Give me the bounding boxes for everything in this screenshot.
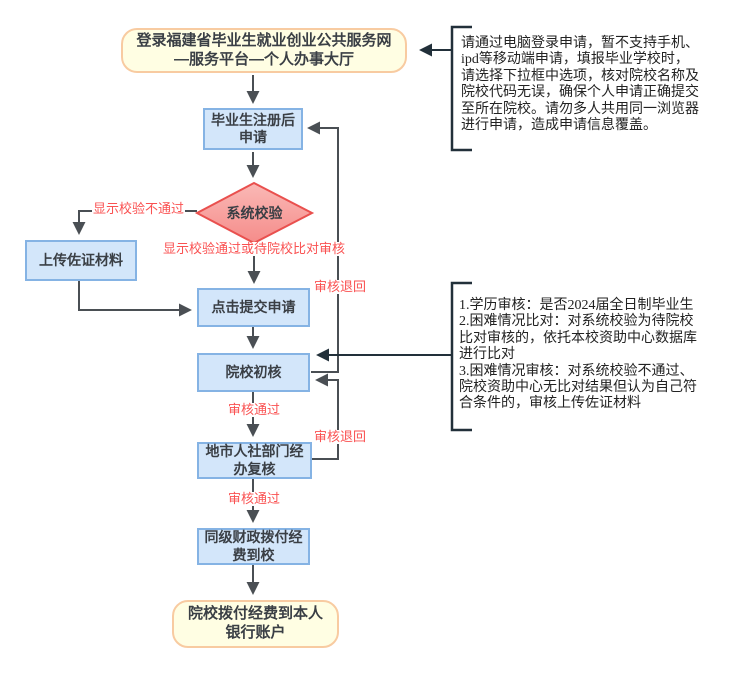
review-note-text: 1.学历审核：是否2024届全日制毕业生 2.困难情况比对：对系统校验为待院校 … <box>459 298 697 412</box>
node-system-check-label: 系统校验 <box>226 205 283 221</box>
edge-cityreview-return-schoolreview <box>312 373 339 460</box>
node-register: 毕业生注册后 申请 <box>203 108 303 150</box>
node-end: 院校拨付经费到本人 银行账户 <box>172 600 339 648</box>
review-note-bracket <box>450 281 472 432</box>
login-note-bracket <box>450 25 472 152</box>
node-school-review: 院校初核 <box>197 353 310 392</box>
node-submit: 点击提交申请 <box>197 288 310 327</box>
node-start: 登录福建省毕业生就业创业公共服务网 —服务平台—个人办事大厅 <box>121 28 407 73</box>
label-return-to-register: 审核退回 <box>313 279 368 295</box>
login-note-text: 请通过电脑登录申请，暂不支持手机、 ipd等移动端申请，填报毕业学校时， 请选择… <box>461 36 699 134</box>
label-approve-1: 审核通过 <box>227 402 282 418</box>
node-finance-pay: 同级财政拨付经 费到校 <box>197 528 310 565</box>
label-approve-2: 审核通过 <box>227 491 282 507</box>
label-return-to-school: 审核退回 <box>313 429 368 445</box>
node-city-review: 地市人社部门经 办复核 <box>197 442 312 479</box>
label-check-fail: 显示校验不通过 <box>92 201 186 217</box>
edge-upload-submit <box>78 281 192 317</box>
label-check-pass: 显示校验通过或待院校比对审核 <box>162 241 347 257</box>
node-upload: 上传佐证材料 <box>25 240 137 281</box>
